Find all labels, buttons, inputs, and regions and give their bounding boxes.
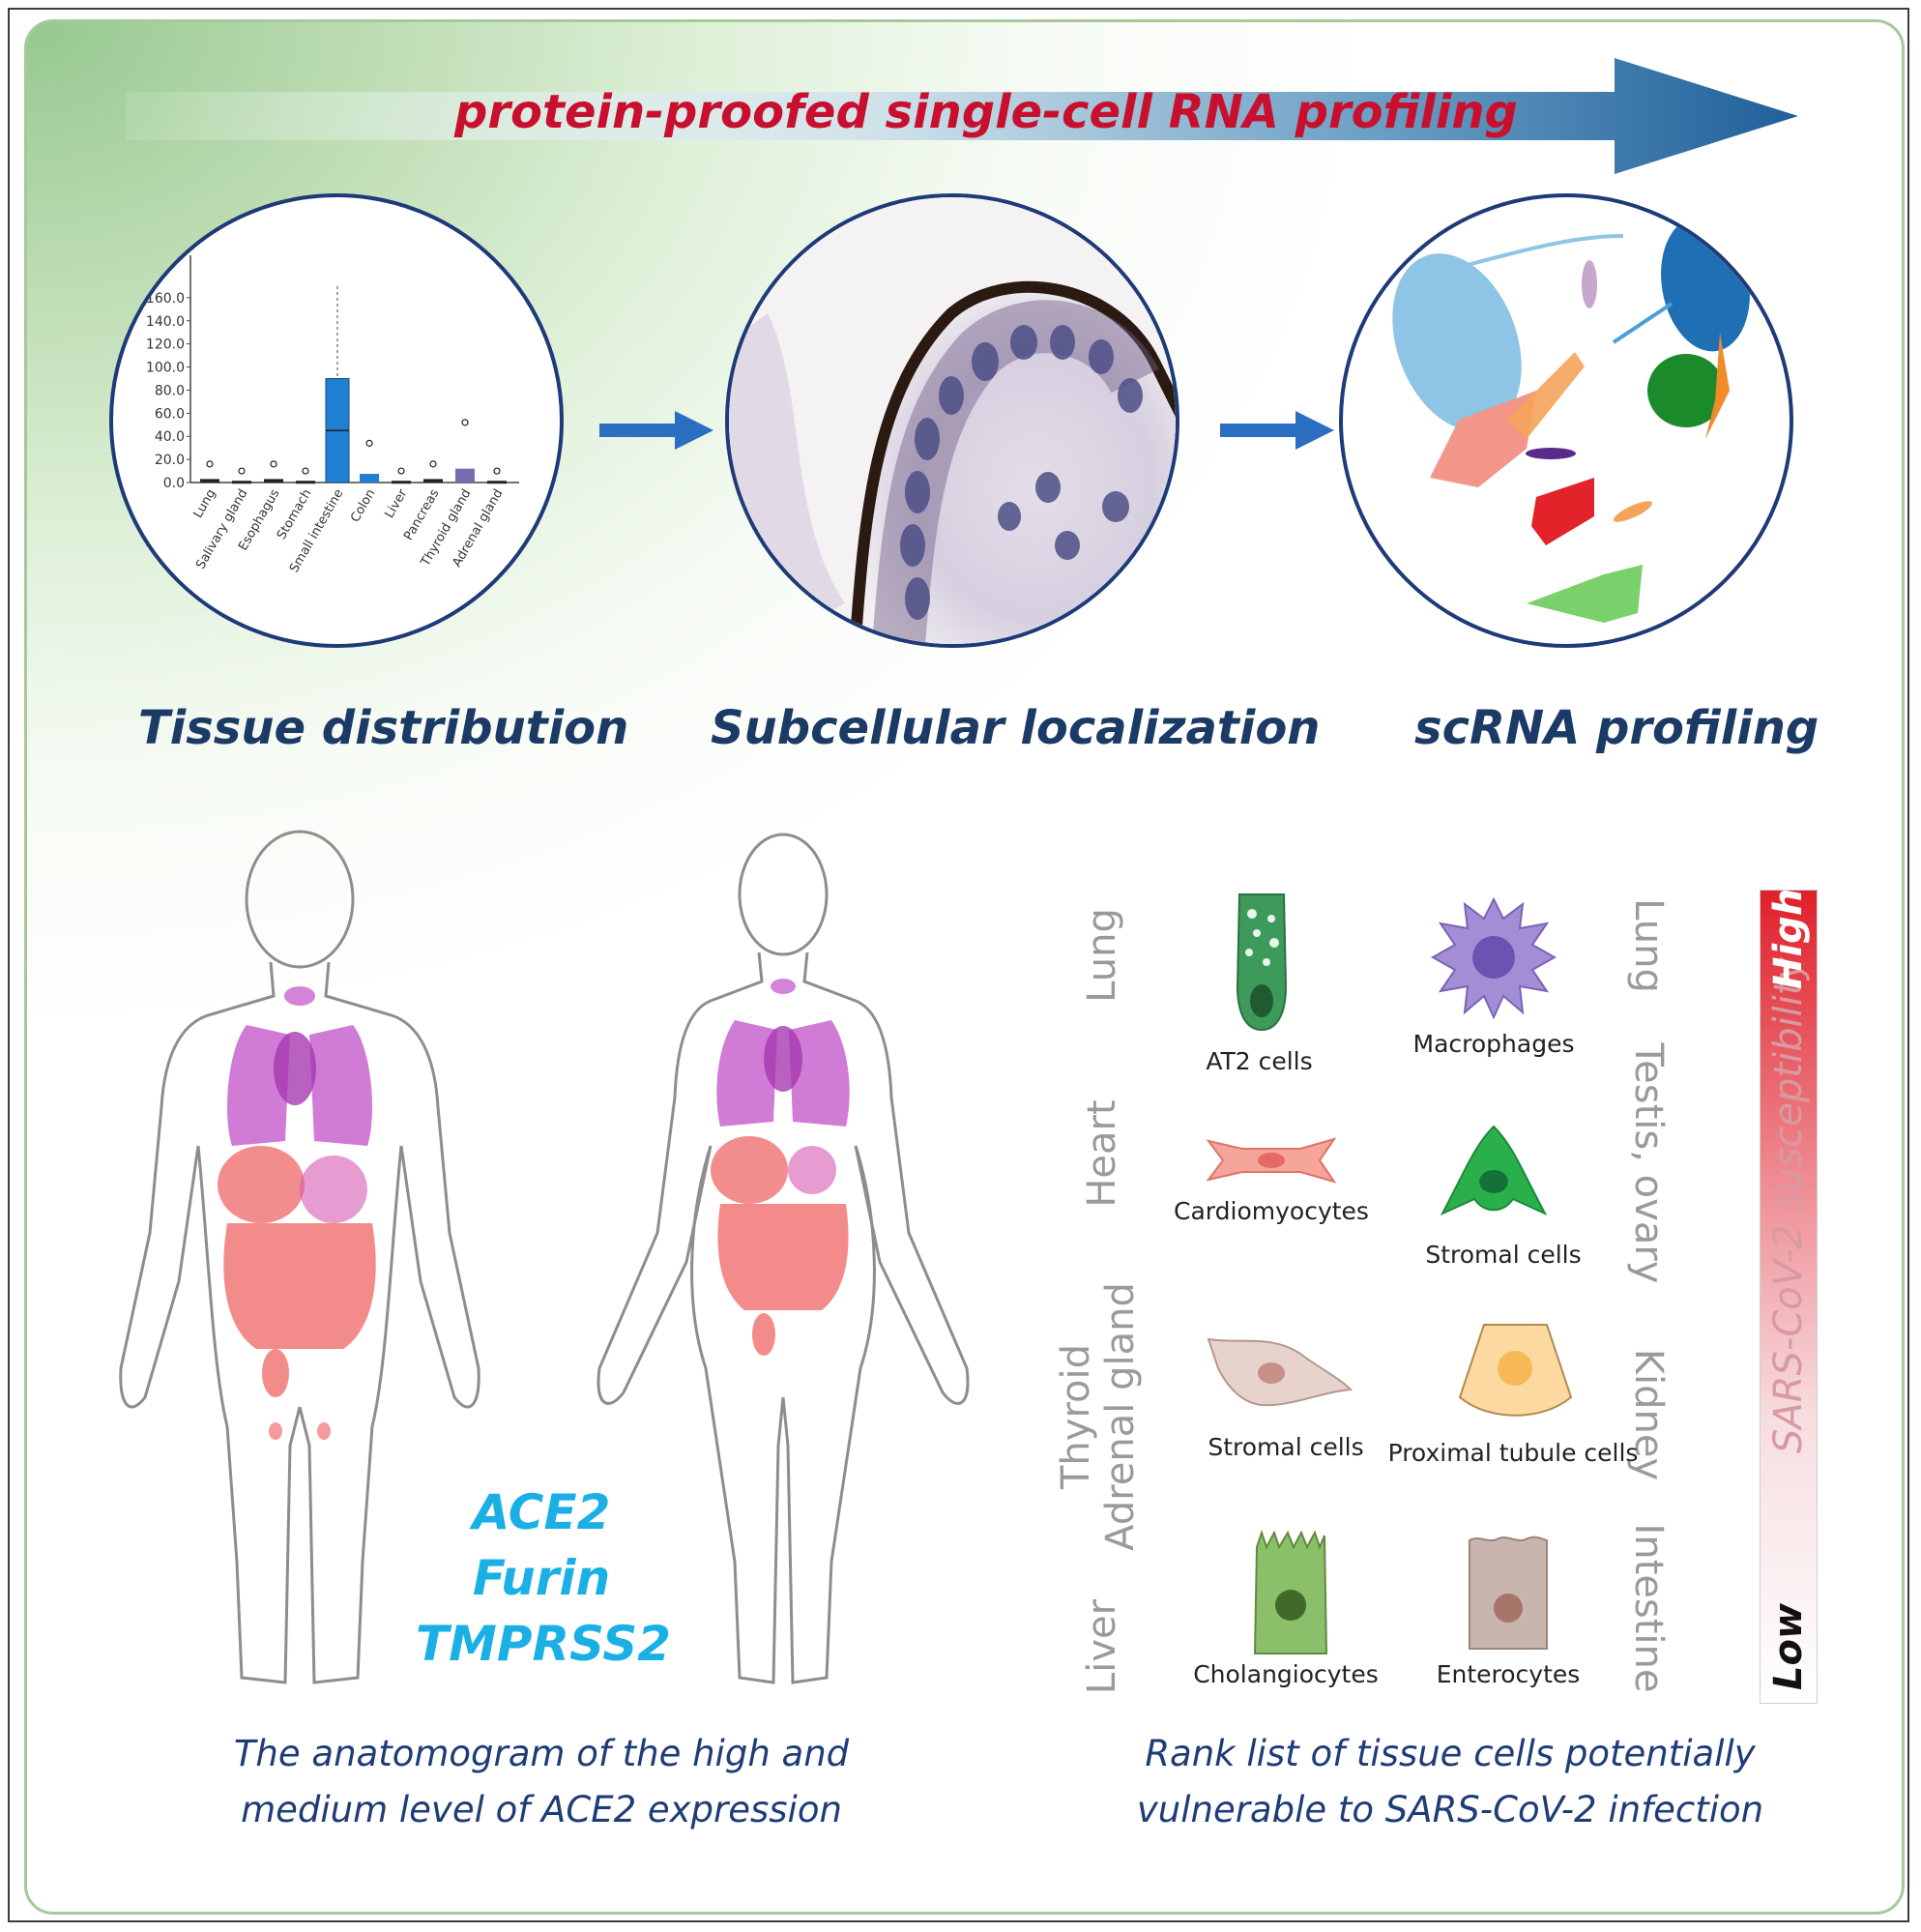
stromal-cell-2-icon [1207, 1337, 1353, 1407]
y-tick-label: 120.0 [146, 337, 185, 353]
tissue-label-thyroid: Thyroid [1054, 1344, 1098, 1489]
box [360, 474, 379, 483]
y-tick-label: 100.0 [146, 361, 185, 376]
cell-label-enterocytes: Enterocytes [1436, 1660, 1581, 1688]
section-title-scrna: scRNA profiling [1414, 701, 1819, 755]
caption-line: medium level of ACE2 expression [241, 1789, 842, 1830]
process-arrow [126, 58, 1798, 174]
y-tick-label: 40.0 [155, 429, 185, 445]
tissue-boxplot: 0.0 20.0 40.0 60.0 80.0 100.0 120.0 140.0 160.0L… [146, 255, 519, 575]
gene-tmprss2: TMPRSS2 [416, 1616, 672, 1672]
enterocyte-icon [1469, 1536, 1548, 1650]
caption-line: The anatomogram of the high and [233, 1733, 850, 1774]
tissue-label-lung-left: Lung [1080, 908, 1124, 1003]
caption-line: Rank list of tissue cells potentially [1145, 1733, 1756, 1774]
tissue-label-testis-ovary: Testis, ovary [1626, 1042, 1671, 1284]
tissue-label-heart: Heart [1080, 1099, 1124, 1208]
outlier [397, 467, 405, 475]
tissue-label-kidney: Kidney [1626, 1348, 1671, 1481]
category-label: Lung [191, 487, 219, 521]
outlier [238, 467, 246, 475]
at2-cell-icon [1236, 893, 1288, 1032]
section-title-tissue: Tissue distribution [138, 701, 629, 755]
section-title-subcellular: Subcellular localization [711, 701, 1321, 755]
box [487, 481, 507, 484]
macrophage-icon [1431, 896, 1557, 1020]
outlier [461, 419, 469, 426]
cardiomyocyte-icon [1206, 1137, 1337, 1184]
gene-ace2: ACE2 [472, 1484, 611, 1540]
cholangiocyte-icon [1253, 1529, 1328, 1654]
caption-anatomogram: The anatomogram of the high and medium l… [174, 1726, 909, 1838]
subcellular-circle [725, 193, 1179, 648]
y-tick-label: 140.0 [146, 314, 185, 330]
box [423, 479, 443, 483]
outlier [302, 467, 309, 475]
susceptibility-label: SARS-CoV-2 susceptibility [1766, 956, 1811, 1453]
box [232, 481, 251, 484]
y-tick-label: 0.0 [163, 476, 185, 491]
gene-list: ACE2 Furin TMPRSS2 [416, 1479, 672, 1677]
cell-label-at2: AT2 cells [1206, 1047, 1313, 1075]
box [264, 479, 283, 483]
proximal-tubule-cell-icon [1458, 1324, 1573, 1417]
tissue-label-lung-right: Lung [1626, 898, 1671, 993]
female-anatomogram [597, 833, 970, 1684]
gene-furin: Furin [472, 1550, 611, 1606]
microscopy-image [729, 197, 1176, 644]
outlier [270, 460, 277, 468]
box [200, 479, 219, 483]
y-tick-label: 160.0 [146, 291, 185, 307]
outlier [493, 467, 501, 475]
tissue-label-liver: Liver [1080, 1598, 1124, 1695]
cell-label-stromal-2: Stromal cells [1208, 1433, 1364, 1461]
cell-label-macrophages: Macrophages [1412, 1030, 1575, 1058]
tissue-label-intestine: Intestine [1626, 1523, 1671, 1693]
caption-rank-list: Rank list of tissue cells potentially vu… [1083, 1726, 1818, 1838]
male-anatomogram [119, 830, 480, 1684]
box [296, 481, 315, 484]
arrow-label: protein-proofed single-cell RNA profilin… [454, 85, 1518, 139]
outer-frame [8, 8, 1909, 1922]
outlier [206, 460, 214, 468]
y-tick-label: 60.0 [155, 406, 185, 422]
outlier [365, 439, 373, 447]
cell-label-proximal-tubule: Proximal tubule cells [1387, 1439, 1639, 1467]
cell-label-cholangiocytes: Cholangiocytes [1193, 1660, 1379, 1688]
cell-label-stromal-1: Stromal cells [1425, 1241, 1582, 1269]
tissue-label-adrenal: Adrenal gland [1098, 1282, 1143, 1551]
box [455, 468, 475, 483]
susceptibility-high-label: High [1766, 888, 1811, 989]
category-label: Colon [348, 487, 378, 525]
arrow-right-icon [1220, 411, 1334, 450]
outlier [429, 460, 437, 468]
tissue-label-thyroid-adrenal: Thyroid Adrenal gland [1054, 1272, 1150, 1562]
cell-label-cardiomyocytes: Cardiomyocytes [1174, 1197, 1369, 1225]
scrna-circle [1339, 193, 1793, 648]
stromal-cell-icon [1441, 1125, 1547, 1216]
susceptibility-bar [1760, 890, 1818, 1704]
umap-scatter [1392, 217, 1750, 623]
y-tick-label: 80.0 [155, 383, 185, 398]
susceptibility-low-label: Low [1766, 1603, 1811, 1690]
box [392, 481, 411, 484]
y-tick-label: 20.0 [155, 453, 185, 468]
caption-line: vulnerable to SARS-CoV-2 infection [1136, 1789, 1764, 1830]
arrow-right-icon [599, 411, 713, 450]
category-label: Liver [383, 486, 411, 521]
